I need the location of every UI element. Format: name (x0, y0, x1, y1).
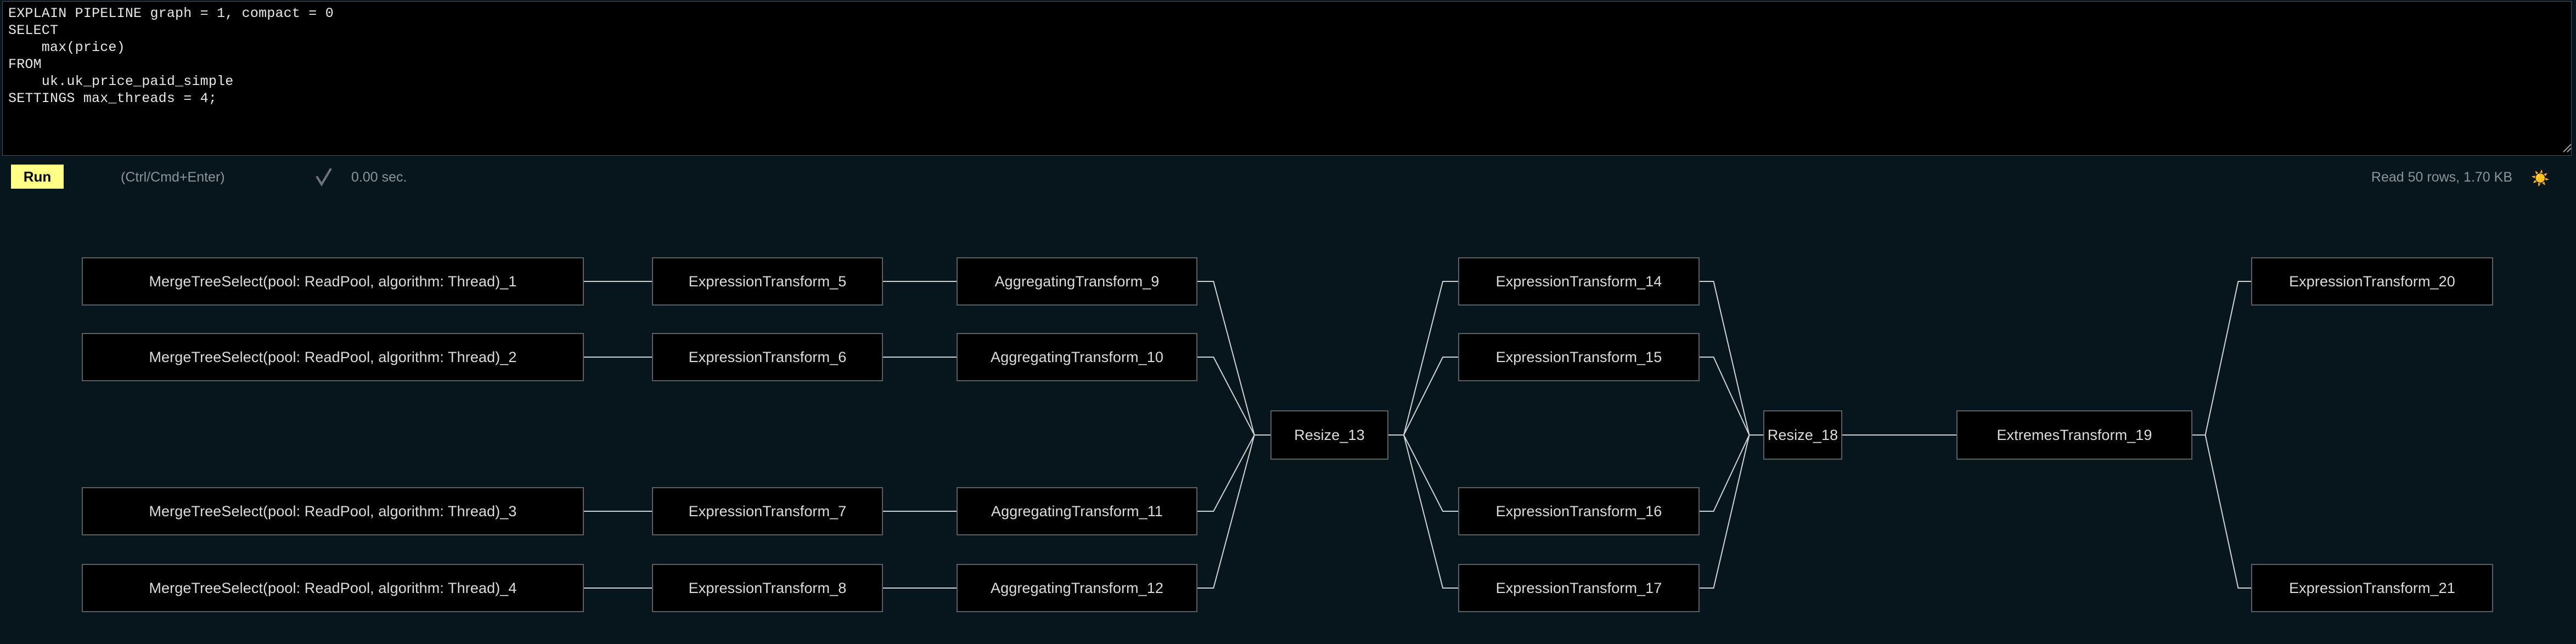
graph-edge-n9-n13 (1197, 281, 1270, 436)
graph-node-n3[interactable]: MergeTreeSelect(pool: ReadPool, algorith… (82, 487, 584, 535)
graph-edge-n16-n18 (1700, 434, 1763, 512)
graph-node-label: ExpressionTransform_17 (1495, 579, 1662, 596)
graph-edge-n13-n14 (1388, 281, 1458, 436)
graph-node-n7[interactable]: ExpressionTransform_7 (652, 487, 883, 535)
graph-node-label: AggregatingTransform_9 (994, 273, 1160, 290)
keyboard-shortcut-hint: (Ctrl/Cmd+Enter) (121, 170, 225, 185)
graph-node-label: ExpressionTransform_6 (688, 348, 847, 365)
graph-edge-n17-n18 (1700, 434, 1763, 589)
graph-node-n9[interactable]: AggregatingTransform_9 (957, 257, 1197, 306)
graph-node-n4[interactable]: MergeTreeSelect(pool: ReadPool, algorith… (82, 564, 584, 612)
graph-node-n8[interactable]: ExpressionTransform_8 (652, 564, 883, 612)
graph-node-n11[interactable]: AggregatingTransform_11 (957, 487, 1197, 535)
graph-node-label: ExtremesTransform_19 (1996, 426, 2152, 443)
graph-node-label: MergeTreeSelect(pool: ReadPool, algorith… (149, 502, 517, 519)
graph-edge-n19-n21 (2192, 434, 2251, 589)
theme-toggle-sun-icon[interactable]: ☀️ (2531, 170, 2550, 187)
graph-node-n21[interactable]: ExpressionTransform_21 (2251, 564, 2493, 612)
graph-node-label: ExpressionTransform_16 (1495, 502, 1662, 519)
graph-node-label: ExpressionTransform_15 (1495, 348, 1662, 365)
query-toolbar: Run (Ctrl/Cmd+Enter) 0.00 sec. Read 50 r… (0, 159, 2576, 195)
graph-edge-n13-n17 (1388, 434, 1458, 589)
graph-node-n18[interactable]: Resize_18 (1763, 410, 1842, 460)
graph-node-n2[interactable]: MergeTreeSelect(pool: ReadPool, algorith… (82, 333, 584, 381)
graph-edge-n13-n16 (1388, 434, 1458, 512)
graph-edge-n15-n18 (1700, 357, 1763, 436)
query-elapsed-time: 0.00 sec. (351, 170, 407, 185)
graph-node-n13[interactable]: Resize_13 (1270, 410, 1388, 460)
run-button[interactable]: Run (11, 165, 64, 189)
graph-node-n10[interactable]: AggregatingTransform_10 (957, 333, 1197, 381)
graph-node-label: ExpressionTransform_20 (2289, 273, 2455, 290)
graph-node-n5[interactable]: ExpressionTransform_5 (652, 257, 883, 306)
graph-edge-n12-n13 (1197, 434, 1270, 589)
query-read-stats: Read 50 rows, 1.70 KB (2371, 170, 2512, 185)
graph-node-n17[interactable]: ExpressionTransform_17 (1458, 564, 1700, 612)
graph-node-label: MergeTreeSelect(pool: ReadPool, algorith… (149, 273, 517, 290)
pipeline-edges (584, 281, 2251, 589)
graph-node-label: MergeTreeSelect(pool: ReadPool, algorith… (149, 348, 517, 365)
pipeline-graph: MergeTreeSelect(pool: ReadPool, algorith… (0, 208, 2576, 644)
graph-node-label: MergeTreeSelect(pool: ReadPool, algorith… (149, 579, 517, 596)
graph-node-label: ExpressionTransform_21 (2289, 579, 2455, 596)
graph-edge-n14-n18 (1700, 281, 1763, 436)
graph-node-n20[interactable]: ExpressionTransform_20 (2251, 257, 2493, 306)
graph-node-n12[interactable]: AggregatingTransform_12 (957, 564, 1197, 612)
graph-node-label: ExpressionTransform_5 (688, 273, 847, 290)
graph-node-label: Resize_18 (1767, 426, 1838, 443)
sql-query-input[interactable]: EXPLAIN PIPELINE graph = 1, compact = 0 … (2, 1, 2572, 156)
graph-edge-n13-n15 (1388, 357, 1458, 436)
graph-node-n19[interactable]: ExtremesTransform_19 (1956, 410, 2192, 460)
check-icon (316, 168, 332, 187)
graph-node-label: AggregatingTransform_11 (991, 502, 1163, 519)
graph-node-label: ExpressionTransform_8 (688, 579, 847, 596)
graph-node-n14[interactable]: ExpressionTransform_14 (1458, 257, 1700, 306)
graph-node-label: AggregatingTransform_10 (991, 348, 1163, 365)
graph-node-n1[interactable]: MergeTreeSelect(pool: ReadPool, algorith… (82, 257, 584, 306)
graph-edge-n10-n13 (1197, 357, 1270, 436)
graph-node-label: ExpressionTransform_7 (688, 502, 847, 519)
query-editor-container: EXPLAIN PIPELINE graph = 1, compact = 0 … (0, 0, 2576, 157)
graph-node-label: Resize_13 (1294, 426, 1365, 443)
graph-node-label: AggregatingTransform_12 (991, 579, 1163, 596)
graph-edge-n11-n13 (1197, 434, 1270, 512)
graph-edge-n19-n20 (2192, 281, 2251, 436)
graph-node-n15[interactable]: ExpressionTransform_15 (1458, 333, 1700, 381)
graph-node-n6[interactable]: ExpressionTransform_6 (652, 333, 883, 381)
graph-node-label: ExpressionTransform_14 (1495, 273, 1662, 290)
graph-node-n16[interactable]: ExpressionTransform_16 (1458, 487, 1700, 535)
